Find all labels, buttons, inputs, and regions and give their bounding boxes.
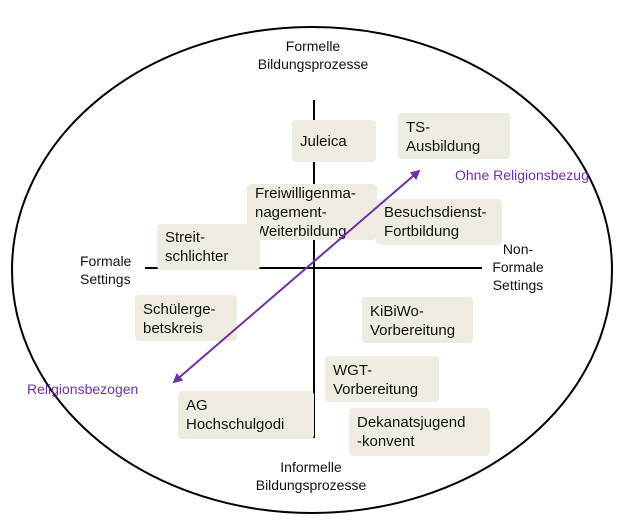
box-wgt-line2: Vorbereitung	[333, 381, 419, 398]
box-schuelergebetskreis-line2: betskreis	[143, 320, 204, 337]
box-ts-ausbildung: TS- Ausbildung	[398, 113, 510, 159]
box-schuelergebetskreis: Schülerge- betskreis	[135, 295, 237, 341]
axis-label-top-line2: Bildungsprozesse	[257, 56, 369, 72]
box-besuchsdienst: Besuchsdienst- Fortbildung	[376, 199, 502, 245]
diagonal-label-bottom: Religionsbezogen	[27, 381, 139, 397]
box-dekanatsjugendkonvent: Dekanatsjugend -konvent	[349, 408, 490, 456]
box-besuchsdienst-line2: Fortbildung	[384, 223, 460, 240]
axis-label-left-line1: Formale	[80, 253, 132, 269]
axis-label-right-line1: Non-	[502, 241, 534, 257]
box-besuchsdienst-line1: Besuchsdienst-	[384, 204, 487, 221]
box-ag-hochschulgodi-line1: AG	[186, 397, 208, 414]
box-kibiwo: KiBiWo- Vorbereitung	[362, 297, 473, 343]
box-streitschlichter: Streit- schlichter	[157, 224, 260, 270]
box-freiwilligenmanagement: Freiwilligenma- nagement- Weiterbildung	[247, 184, 377, 240]
axis-label-top: Formelle Bildungsprozesse	[238, 37, 388, 73]
axis-label-bottom: Informelle Bildungsprozesse	[236, 458, 386, 494]
box-freiwilligen-line1: Freiwilligenma-	[255, 185, 356, 202]
axis-label-right-line2: Formale	[492, 259, 544, 275]
axis-label-bottom-line2: Bildungsprozesse	[255, 477, 367, 493]
box-ag-hochschulgodi: AG Hochschulgodi	[178, 391, 314, 439]
box-wgt-line1: WGT-	[333, 362, 373, 379]
box-dekanatsjugendkonvent-line2: -konvent	[357, 433, 415, 450]
outer-circle	[11, 26, 613, 514]
axis-label-left: Formale Settings	[80, 252, 131, 288]
box-ts-ausbildung-line1: TS-	[406, 119, 431, 136]
axis-label-top-line1: Formelle	[285, 38, 341, 54]
box-ag-hochschulgodi-line2: Hochschulgodi	[186, 416, 285, 433]
box-dekanatsjugendkonvent-line1: Dekanatsjugend	[357, 414, 466, 431]
box-kibiwo-line1: KiBiWo-	[370, 303, 424, 320]
box-freiwilligen-line3: Weiterbildung	[255, 223, 347, 240]
box-juleica: Juleica	[292, 120, 376, 162]
axis-label-left-line2: Settings	[80, 271, 131, 287]
box-schuelergebetskreis-line1: Schülerge-	[143, 301, 216, 318]
diagonal-label-top: Ohne Religionsbezug	[455, 167, 589, 183]
box-freiwilligen-line2: nagement-	[255, 204, 327, 221]
box-juleica-line1: Juleica	[300, 133, 347, 150]
box-wgt: WGT- Vorbereitung	[325, 356, 439, 402]
box-streitschlichter-line1: Streit-	[165, 229, 206, 246]
axis-label-right-line3: Settings	[492, 277, 544, 293]
box-streitschlichter-line2: schlichter	[165, 248, 229, 265]
axis-label-bottom-line1: Informelle	[280, 459, 342, 475]
box-ts-ausbildung-line2: Ausbildung	[406, 138, 481, 155]
box-kibiwo-line2: Vorbereitung	[370, 322, 456, 339]
axis-label-right: Non- Formale Settings	[484, 240, 552, 294]
